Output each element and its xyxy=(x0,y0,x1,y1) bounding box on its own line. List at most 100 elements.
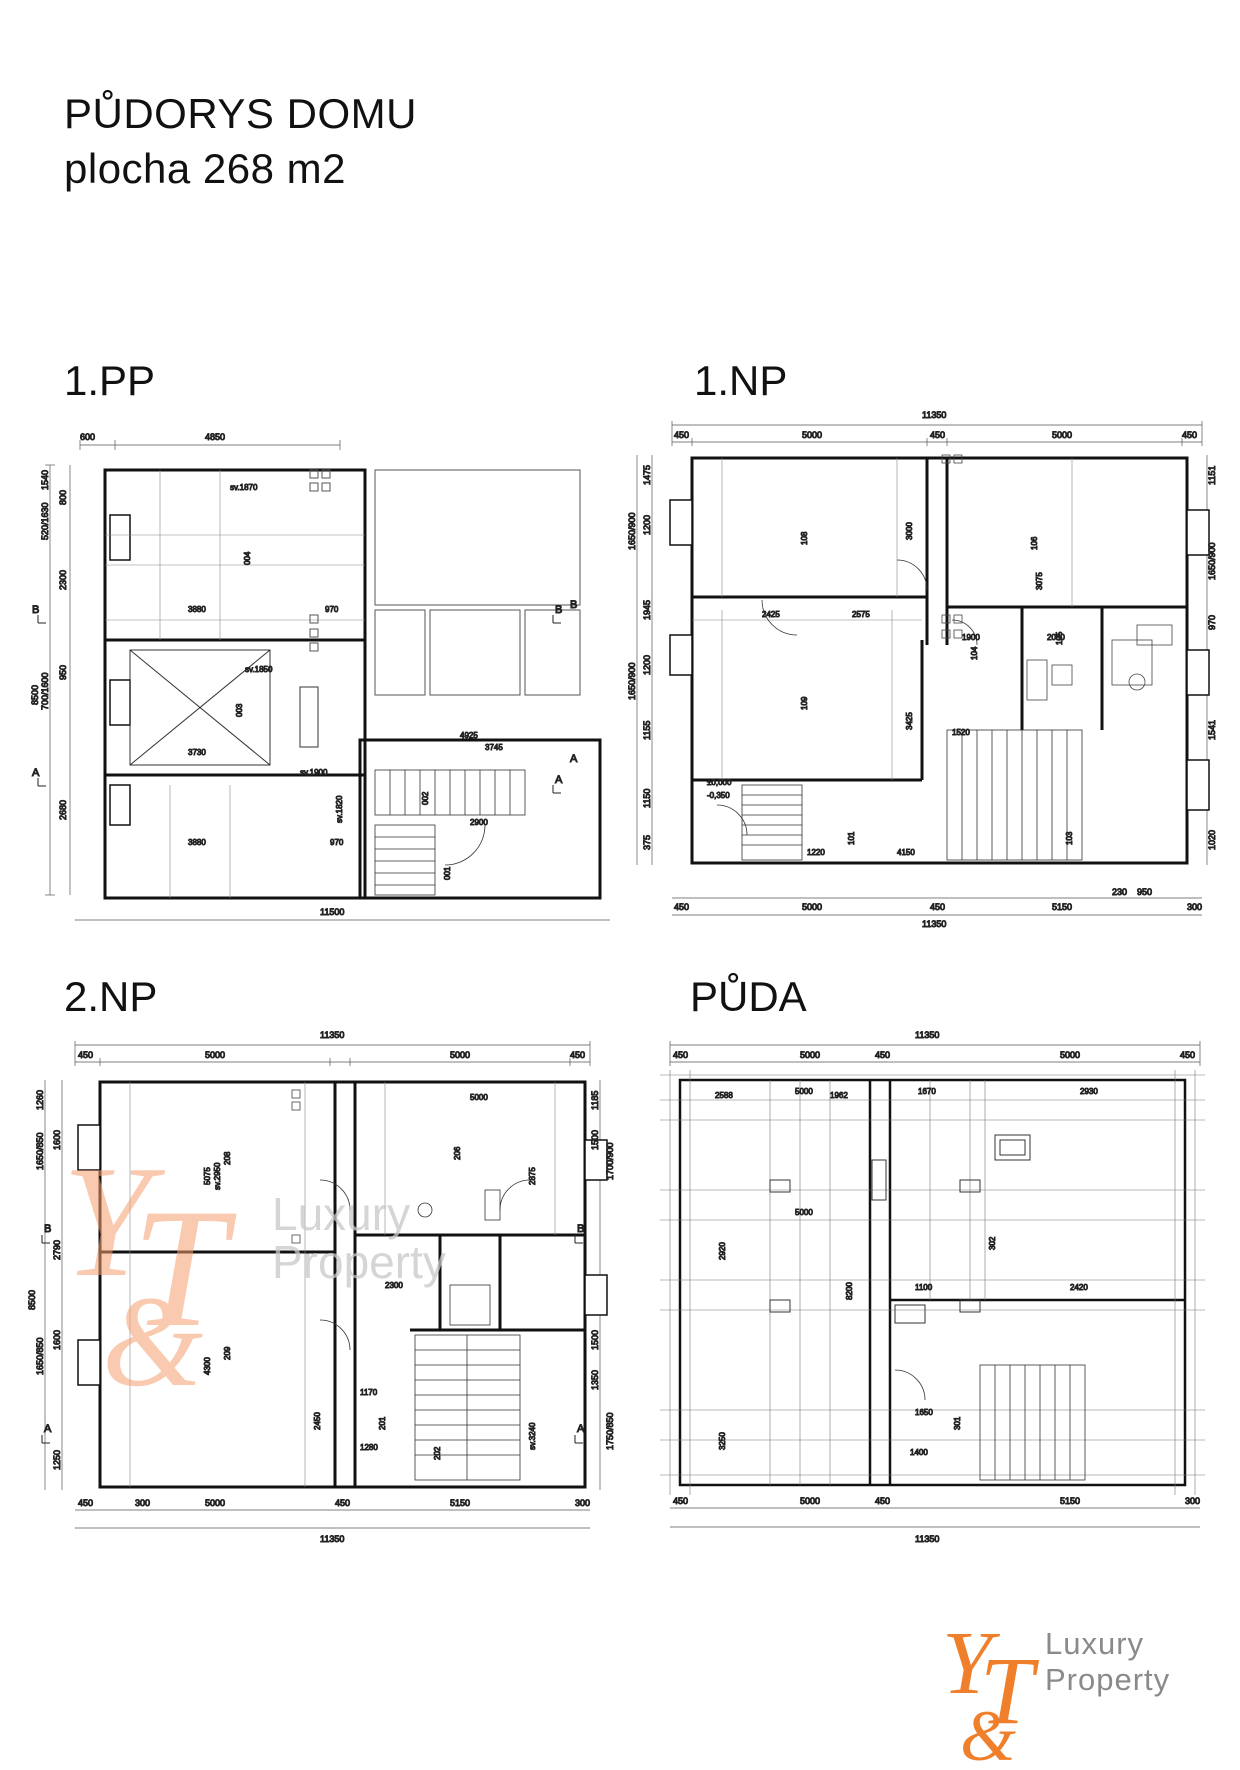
svg-text:1220: 1220 xyxy=(807,848,825,857)
svg-text:Y: Y xyxy=(942,1615,1001,1713)
svg-text:8200: 8200 xyxy=(845,1282,854,1300)
svg-text:700/1600: 700/1600 xyxy=(40,672,50,710)
svg-text:3250: 3250 xyxy=(718,1432,727,1450)
svg-text:1280: 1280 xyxy=(360,1443,378,1452)
axis-b-left: B xyxy=(570,599,577,611)
svg-text:2450: 2450 xyxy=(313,1412,322,1430)
room-label: 101 xyxy=(847,831,856,845)
svg-text:3880: 3880 xyxy=(188,838,206,847)
svg-text:5000: 5000 xyxy=(802,430,822,440)
svg-text:950: 950 xyxy=(1137,887,1152,897)
svg-text:sv.2950: sv.2950 xyxy=(213,1162,222,1190)
stairs-1np xyxy=(741,729,1083,861)
svg-text:1650/900: 1650/900 xyxy=(1207,542,1217,580)
svg-text:1170: 1170 xyxy=(360,1388,378,1397)
svg-text:sv.1850: sv.1850 xyxy=(245,665,273,674)
svg-text:11350: 11350 xyxy=(922,919,946,929)
plan-1pp: B A B A 600 4850 11500 1540 520/1630 800… xyxy=(30,425,620,925)
svg-text:450: 450 xyxy=(674,430,689,440)
room-label: 209 xyxy=(223,1346,232,1360)
page-title: PŮDORYS DOMU xyxy=(64,90,417,137)
svg-text:970: 970 xyxy=(1207,615,1217,630)
svg-text:2425: 2425 xyxy=(762,610,780,619)
svg-text:450: 450 xyxy=(930,430,945,440)
svg-text:2790: 2790 xyxy=(52,1240,62,1260)
svg-text:sv.3240: sv.3240 xyxy=(528,1422,537,1450)
svg-text:2875: 2875 xyxy=(528,1167,537,1185)
svg-text:1350: 1350 xyxy=(590,1370,600,1390)
svg-text:2588: 2588 xyxy=(715,1091,733,1100)
svg-text:sv.1900: sv.1900 xyxy=(300,768,328,777)
svg-text:1900: 1900 xyxy=(962,633,980,642)
svg-text:5075: 5075 xyxy=(203,1167,212,1185)
svg-text:4300: 4300 xyxy=(203,1357,212,1375)
svg-text:5000: 5000 xyxy=(795,1087,813,1096)
svg-text:1750/850: 1750/850 xyxy=(605,1412,615,1450)
svg-text:230: 230 xyxy=(1112,887,1127,897)
svg-text:2920: 2920 xyxy=(718,1242,727,1260)
svg-text:950: 950 xyxy=(58,665,68,680)
svg-text:1020: 1020 xyxy=(1207,830,1217,850)
brand-logo: Y T & xyxy=(942,1614,1047,1770)
svg-text:3425: 3425 xyxy=(905,712,914,730)
axis-b-left: B xyxy=(32,604,39,616)
room-label: 103 xyxy=(1065,831,1074,845)
svg-text:1650/850: 1650/850 xyxy=(35,1337,45,1375)
section-1np: 1.NP xyxy=(694,357,788,404)
svg-text:5000: 5000 xyxy=(795,1208,813,1217)
room-label: 104 xyxy=(970,646,979,660)
svg-text:5000: 5000 xyxy=(802,902,822,912)
svg-text:5000: 5000 xyxy=(470,1093,488,1102)
svg-text:sv.1870: sv.1870 xyxy=(230,483,258,492)
svg-text:450: 450 xyxy=(673,1050,688,1060)
svg-text:1650: 1650 xyxy=(915,1408,933,1417)
room-label: 301 xyxy=(953,1416,962,1430)
svg-text:11500: 11500 xyxy=(320,907,344,917)
svg-text:3075: 3075 xyxy=(1035,572,1044,590)
svg-text:1700/900: 1700/900 xyxy=(605,1142,615,1180)
svg-text:5000: 5000 xyxy=(800,1050,820,1060)
stairs-1pp xyxy=(374,769,526,896)
svg-text:1151: 1151 xyxy=(1207,466,1217,485)
svg-text:3745: 3745 xyxy=(485,743,503,752)
svg-text:2575: 2575 xyxy=(852,610,870,619)
svg-text:1150: 1150 xyxy=(642,789,652,808)
svg-text:5000: 5000 xyxy=(450,1050,470,1060)
watermark-monogram: Y T & xyxy=(62,1132,262,1414)
plan-puda: 11350 450 5000 450 5000 450 450 5000 450… xyxy=(640,1030,1215,1550)
svg-text:450: 450 xyxy=(674,902,689,912)
svg-text:1650/900: 1650/900 xyxy=(627,662,637,700)
svg-text:8500: 8500 xyxy=(30,685,40,705)
svg-text:5000: 5000 xyxy=(205,1498,225,1508)
svg-text:450: 450 xyxy=(570,1050,585,1060)
room-label: 109 xyxy=(800,696,809,710)
svg-text:1200: 1200 xyxy=(642,515,652,535)
svg-text:2680: 2680 xyxy=(58,800,68,820)
dimension-lines xyxy=(45,440,610,921)
svg-text:11350: 11350 xyxy=(915,1534,939,1544)
svg-text:-0,350: -0,350 xyxy=(707,791,730,800)
axis-a-right: A xyxy=(555,774,563,786)
svg-text:5000: 5000 xyxy=(205,1050,225,1060)
svg-text:Y: Y xyxy=(62,1135,166,1310)
svg-text:450: 450 xyxy=(930,902,945,912)
svg-text:300: 300 xyxy=(1185,1496,1200,1506)
svg-text:5150: 5150 xyxy=(1060,1496,1080,1506)
svg-text:2300: 2300 xyxy=(385,1281,403,1290)
svg-text:3730: 3730 xyxy=(188,748,206,757)
section-puda: PŮDA xyxy=(690,973,807,1020)
svg-text:&: & xyxy=(102,1270,203,1395)
svg-text:&: & xyxy=(960,1696,1016,1765)
svg-text:4925: 4925 xyxy=(460,731,478,740)
svg-text:2930: 2930 xyxy=(1080,1087,1098,1096)
svg-text:450: 450 xyxy=(875,1496,890,1506)
svg-text:5000: 5000 xyxy=(1060,1050,1080,1060)
page-subtitle: plocha 268 m2 xyxy=(64,145,347,192)
watermark-text: Luxury Property xyxy=(272,1188,446,1289)
section-2np: 2.NP xyxy=(64,973,158,1020)
svg-text:450: 450 xyxy=(78,1498,93,1508)
walls xyxy=(103,468,602,900)
svg-text:11350: 11350 xyxy=(320,1534,344,1544)
room-label: 201 xyxy=(378,1416,387,1430)
svg-text:1400: 1400 xyxy=(910,1448,928,1457)
